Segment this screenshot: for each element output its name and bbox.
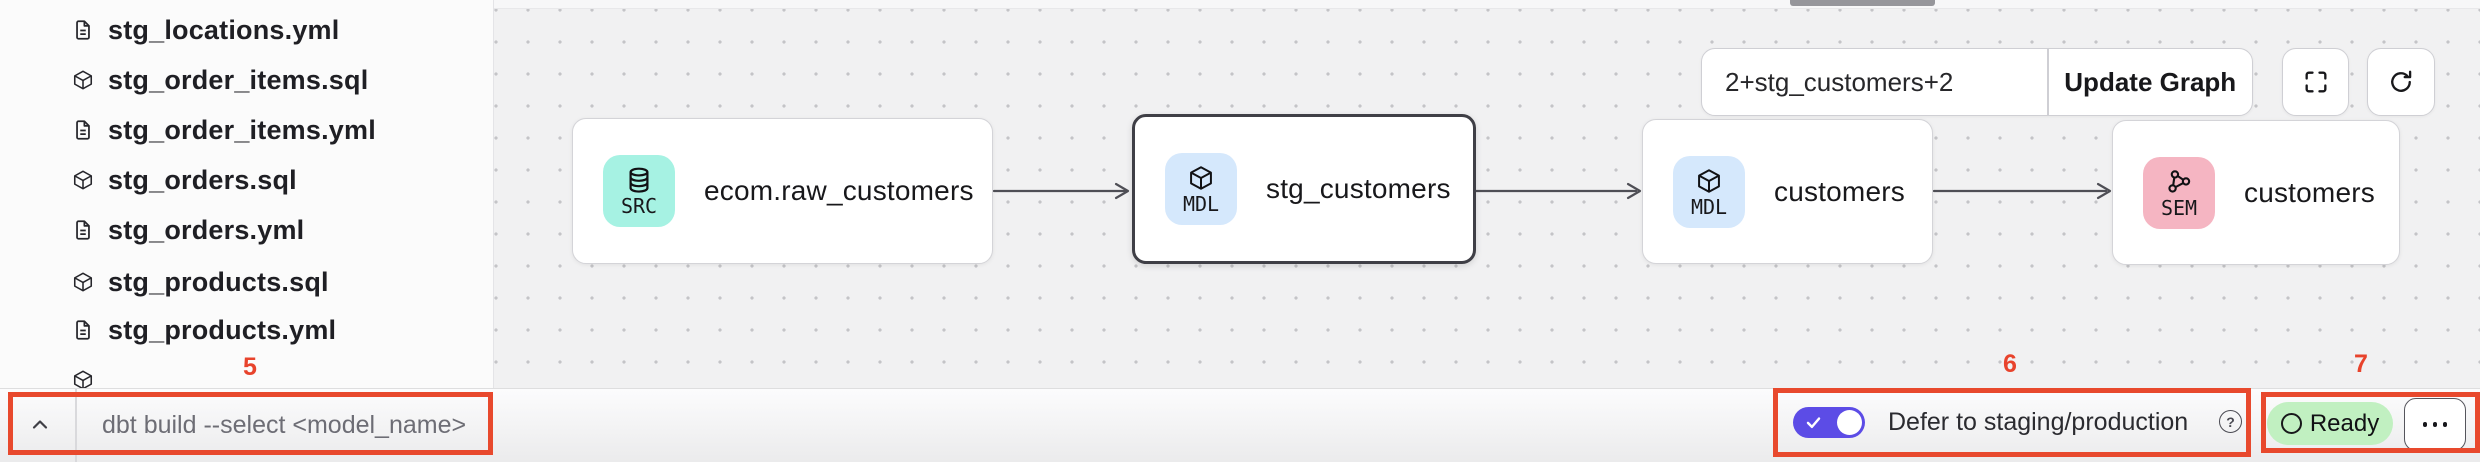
node-label: customers bbox=[1774, 175, 1905, 207]
graph-node-semantic-customers[interactable]: SEM customers bbox=[2112, 120, 2400, 265]
defer-toggle-label: Defer to staging/production bbox=[1888, 408, 2189, 436]
file-yml-icon bbox=[72, 119, 94, 141]
source-badge: SRC bbox=[603, 155, 675, 227]
canvas-top-strip bbox=[494, 0, 2480, 9]
toolbar-divider bbox=[2047, 49, 2049, 115]
sidebar-item-stg-products-sql[interactable]: stg_products.sql bbox=[0, 257, 493, 307]
sidebar-item-stg-order-items-sql[interactable]: stg_order_items.sql bbox=[0, 55, 493, 105]
model-cube-icon bbox=[72, 169, 94, 191]
database-icon bbox=[629, 167, 649, 193]
update-graph-button[interactable]: Update Graph bbox=[2049, 49, 2253, 115]
model-cube-icon bbox=[72, 369, 94, 388]
cube-icon bbox=[1190, 166, 1212, 190]
status-badge: Ready bbox=[2267, 402, 2393, 445]
sidebar-item-stg-products-yml[interactable]: stg_products.yml bbox=[0, 305, 493, 355]
semantic-network-icon bbox=[2168, 169, 2191, 193]
graph-node-source-raw-customers[interactable]: SRC ecom.raw_customers bbox=[572, 118, 993, 264]
graph-node-model-customers[interactable]: MDL customers bbox=[1642, 119, 1933, 264]
file-name: stg_locations.yml bbox=[108, 14, 340, 45]
fullscreen-icon bbox=[2305, 71, 2326, 93]
defer-toggle[interactable] bbox=[1793, 407, 1865, 438]
refresh-graph-button[interactable] bbox=[2367, 48, 2435, 116]
help-icon[interactable]: ? bbox=[2219, 410, 2242, 433]
file-name: stg_orders.sql bbox=[108, 164, 297, 195]
sidebar-item-stg-locations-yml[interactable]: stg_locations.yml bbox=[0, 5, 493, 55]
file-name: stg_products.yml bbox=[108, 314, 337, 345]
refresh-icon bbox=[2391, 70, 2412, 92]
status-ring-icon bbox=[2280, 413, 2302, 434]
cube-icon bbox=[1698, 168, 1720, 193]
file-name: stg_orders.yml bbox=[108, 214, 305, 245]
toggle-knob bbox=[1837, 410, 1862, 435]
sidebar-item-clipped[interactable] bbox=[0, 355, 493, 388]
annotation-number-6: 6 bbox=[2003, 350, 2017, 378]
model-cube-icon bbox=[72, 69, 94, 91]
semantic-badge: SEM bbox=[2143, 156, 2215, 229]
graph-edges bbox=[992, 182, 2112, 200]
graph-selector-toolbar: Update Graph bbox=[1701, 48, 2253, 116]
file-name: stg_products.sql bbox=[108, 266, 329, 297]
more-options-button[interactable] bbox=[2404, 398, 2466, 451]
expand-command-panel-button[interactable] bbox=[20, 402, 60, 448]
node-label: customers bbox=[2244, 176, 2375, 208]
check-icon bbox=[1806, 417, 1821, 429]
graph-selector-input[interactable] bbox=[1702, 49, 2047, 115]
horizontal-scrollbar-thumb[interactable] bbox=[1790, 0, 1935, 6]
fullscreen-button[interactable] bbox=[2282, 48, 2349, 116]
node-label: stg_customers bbox=[1266, 173, 1451, 204]
dbt-command-input[interactable] bbox=[94, 396, 474, 454]
file-name: stg_order_items.yml bbox=[108, 114, 376, 145]
ellipsis-icon bbox=[2422, 422, 2428, 427]
model-badge: MDL bbox=[1673, 155, 1745, 228]
chevron-up-icon bbox=[32, 420, 48, 429]
annotation-number-7: 7 bbox=[2354, 350, 2368, 378]
file-yml-icon bbox=[72, 319, 94, 341]
file-name: stg_order_items.sql bbox=[108, 64, 369, 95]
sidebar-item-stg-orders-sql[interactable]: stg_orders.sql bbox=[0, 155, 493, 205]
file-explorer-sidebar: stg_locations.yml stg_order_items.sql st… bbox=[0, 0, 494, 388]
node-label: ecom.raw_customers bbox=[704, 175, 974, 206]
sidebar-item-stg-order-items-yml[interactable]: stg_order_items.yml bbox=[0, 105, 493, 155]
model-badge: MDL bbox=[1165, 153, 1237, 225]
annotation-number-5: 5 bbox=[243, 353, 257, 381]
file-yml-icon bbox=[72, 19, 94, 41]
file-yml-icon bbox=[72, 219, 94, 241]
lineage-graph-canvas[interactable]: SRC ecom.raw_customers MDL stg_customers… bbox=[494, 0, 2480, 388]
sidebar-item-stg-orders-yml[interactable]: stg_orders.yml bbox=[0, 205, 493, 255]
model-cube-icon bbox=[72, 271, 94, 293]
command-bar-divider bbox=[75, 389, 77, 462]
graph-node-model-stg-customers[interactable]: MDL stg_customers bbox=[1132, 114, 1476, 264]
